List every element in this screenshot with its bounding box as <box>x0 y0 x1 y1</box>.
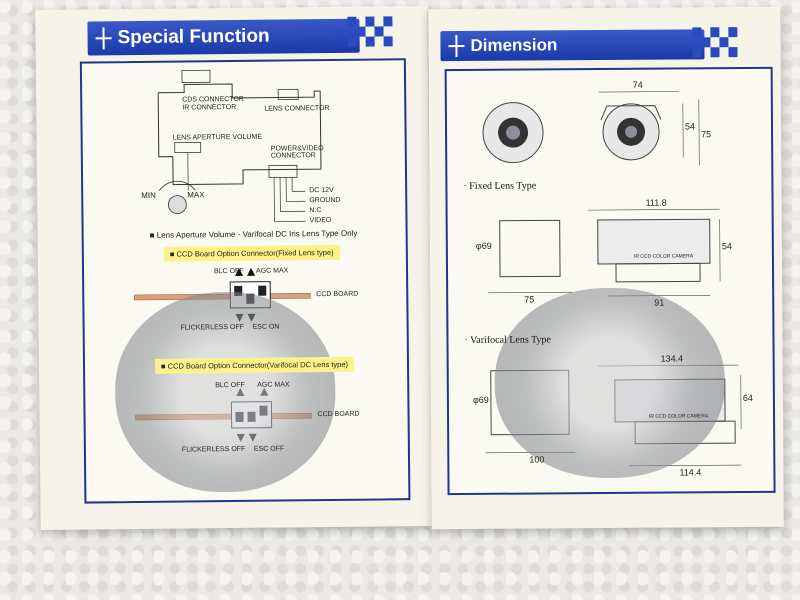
vari-ccd-board-label: CCD BOARD <box>317 410 360 419</box>
dim-phi69-fixed: φ69 <box>475 240 492 251</box>
header-cross-icon <box>448 35 464 57</box>
ir-connector-label: IR CONNECTOR <box>182 103 237 112</box>
fixed-option-title: ■ CCD Board Option Connector(Fixed Lens … <box>163 244 340 262</box>
left-page: Special Function <box>35 5 433 531</box>
vari-flickerless-off-label: FLICKERLESS OFF <box>181 445 246 454</box>
vari-esc-off-label: ESC OFF <box>253 445 285 453</box>
vari-blc-off-label: BLC OFF <box>215 381 245 390</box>
power-video-connector-label: POWER&VIDEO CONNECTOR <box>270 145 324 160</box>
camera-photo-ghost <box>494 287 726 479</box>
dim-75-fixed: 75 <box>524 294 535 305</box>
vari-option-title: ■ CCD Board Option Connector(Varifocal D… <box>154 356 355 374</box>
ground-label: GROUND <box>309 196 341 205</box>
camera-photo-ghost <box>114 290 337 494</box>
lens-connector-label: LENS CONNECTOR <box>264 104 330 113</box>
dim-111-8: 111.8 <box>645 197 667 208</box>
lens-aperture-volume-label: LENS APERTURE VOLUME <box>172 133 263 142</box>
dim-54-top: 54 <box>684 121 696 132</box>
dim-134-4: 134.4 <box>660 353 684 364</box>
vari-option-title-text: CCD Board Option Connector(Varifocal DC … <box>167 359 349 371</box>
fixed-esc-on-label: ESC ON <box>252 323 280 331</box>
checker-decoration-icon <box>692 27 738 58</box>
dim-64: 64 <box>742 392 753 404</box>
dim-91: 91 <box>654 297 665 308</box>
header-title: Dimension <box>470 35 558 55</box>
fixed-lens-type-title: · Fixed Lens Type <box>463 180 537 192</box>
nc-label: N.C <box>309 207 322 215</box>
video-label: VIDEO <box>309 216 332 225</box>
dimension-header: Dimension <box>440 27 738 62</box>
dim-114-4: 114.4 <box>679 467 702 478</box>
fixed-agc-max-label: AGC MAX <box>255 267 289 275</box>
header-title: Special Function <box>117 25 270 49</box>
max-label: MAX <box>187 190 205 200</box>
fixed-blc-off-label: BLC OFF <box>214 267 244 276</box>
dim-74: 74 <box>632 79 643 90</box>
fixed-option-title-text: CCD Board Option Connector(Fixed Lens ty… <box>176 247 334 259</box>
fixed-flickerless-off-label: FLICKERLESS OFF <box>180 323 245 332</box>
dim-100: 100 <box>529 454 545 465</box>
dim-phi69-vari: φ69 <box>472 394 489 405</box>
special-function-header: Special Function <box>87 16 393 56</box>
vari-agc-max-label: AGC MAX <box>257 381 290 389</box>
header-cross-icon <box>95 27 111 49</box>
dc12v-label: DC 12V <box>309 186 334 195</box>
dimension-frame: 74 54 75 · Fixed Lens Type 111.8 φ69 54 … <box>444 66 776 496</box>
varifocal-lens-type-title: · Varifocal Lens Type <box>464 334 551 346</box>
checker-decoration-icon <box>347 16 393 47</box>
cds-connector-label: CDS CONNECTOR <box>182 95 244 104</box>
right-page: Dimension <box>428 6 784 530</box>
dim-75-top: 75 <box>701 129 712 140</box>
special-function-frame: CDS CONNECTOR IR CONNECTOR LENS CONNECTO… <box>79 58 411 504</box>
vari-camera-label: IR CCD COLOR CAMERA <box>649 413 709 420</box>
fixed-camera-label: IR CCD COLOR CAMERA <box>633 253 694 260</box>
fixed-ccd-board-label: CCD BOARD <box>316 290 359 299</box>
min-label: MIN <box>141 190 156 200</box>
dim-54-fixed: 54 <box>721 241 732 252</box>
